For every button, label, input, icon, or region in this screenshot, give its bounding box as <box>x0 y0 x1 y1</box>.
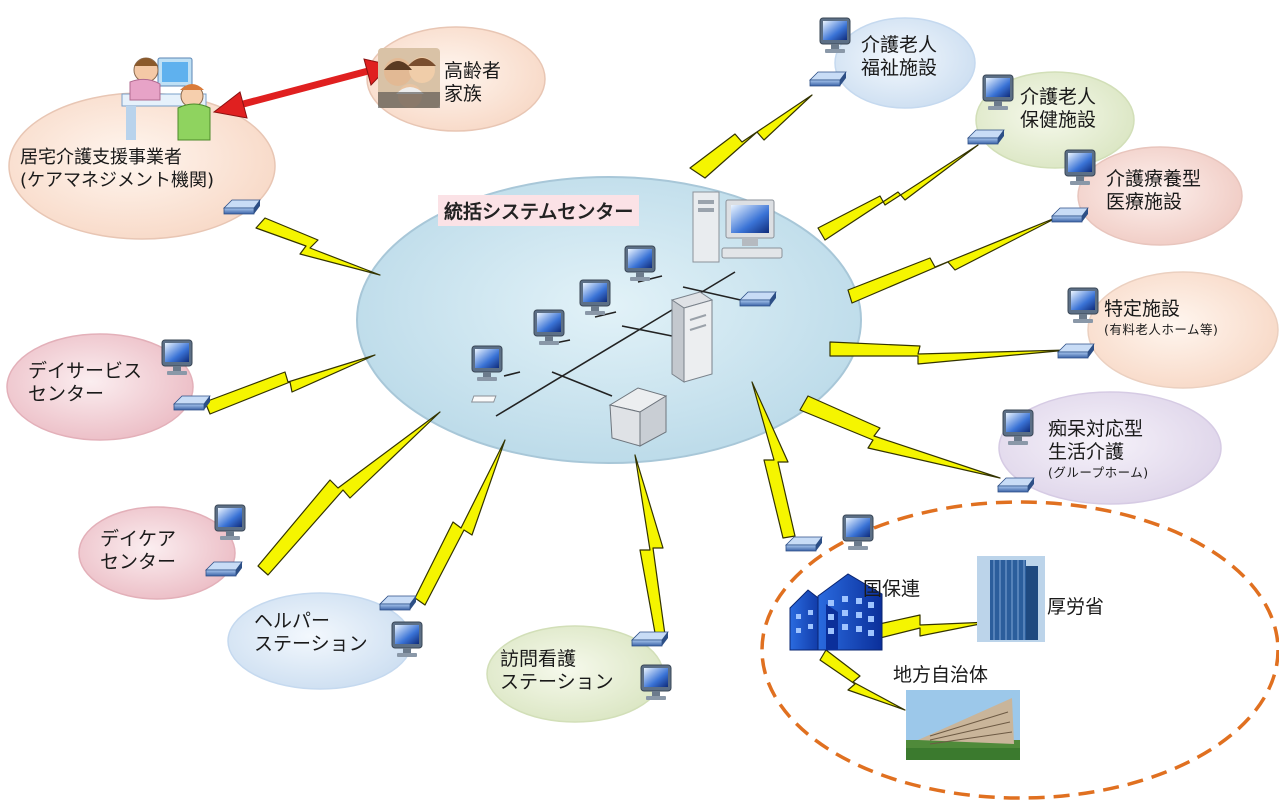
jichitai-building-photo <box>906 690 1020 760</box>
node-fukushi-line1: 介護老人 <box>861 34 938 56</box>
bolt-hoken <box>817 144 979 241</box>
node-ryouyou-line2: 医療施設 <box>1106 191 1183 213</box>
node-helper-line1: ヘルパー <box>254 610 331 632</box>
node-bg-hoken <box>975 71 1135 169</box>
pc-icon <box>842 514 874 551</box>
elderly-family-photo <box>378 48 440 108</box>
bolt-kokuhoren <box>751 381 796 539</box>
tower-server-icon <box>670 291 714 383</box>
node-fukushi: 介護老人 福祉施設 <box>861 34 937 80</box>
node-daycare-line2: センター <box>100 551 177 573</box>
node-chihou-line3: (グループホーム) <box>1048 465 1149 480</box>
care-manager-office-illustration <box>121 57 211 141</box>
node-chihou-line2: 生活介護 <box>1048 441 1125 463</box>
router-icon <box>1057 343 1095 359</box>
central-system-title: 統括システムセンター <box>438 195 640 226</box>
node-koureisha-line2: 家族 <box>444 83 483 105</box>
node-chihou-line1: 痴呆対応型 <box>1048 418 1144 440</box>
node-kyotaku: 居宅介護支援事業者 (ケアマネジメント機関) <box>20 146 214 192</box>
node-koureisha: 高齢者 家族 <box>444 60 501 106</box>
node-daycare: デイケア センター <box>100 528 176 574</box>
node-bg-dayservice <box>6 333 194 441</box>
label-kokuhoren: 国保連 <box>863 578 921 600</box>
router-icon <box>379 595 417 611</box>
hub-router-icon <box>739 291 777 307</box>
node-chihou: 痴呆対応型 生活介護 (グループホーム) <box>1048 418 1149 482</box>
node-dayservice-line1: デイサービス <box>28 360 143 382</box>
node-houmon-line1: 訪問看護 <box>500 648 577 670</box>
government-group-ellipse <box>760 500 1279 800</box>
node-koureisha-line1: 高齢者 <box>444 60 502 82</box>
router-icon <box>809 71 847 87</box>
router-icon <box>631 631 669 647</box>
bolt-kouroushou <box>869 614 991 641</box>
bolt-houmon <box>634 454 666 636</box>
router-icon <box>173 395 211 411</box>
node-hoken-line1: 介護老人 <box>1020 86 1097 108</box>
node-kyotaku-line2: (ケアマネジメント機関) <box>20 170 215 191</box>
bolt-dayservice <box>204 354 376 415</box>
node-bg-fukushi <box>834 17 976 109</box>
node-bg-chihou <box>998 391 1222 505</box>
router-icon <box>223 199 261 215</box>
router-icon <box>997 477 1035 493</box>
node-hoken-line2: 保健施設 <box>1020 109 1097 131</box>
node-dayservice-line2: センター <box>28 383 105 405</box>
router-icon <box>785 536 823 552</box>
node-tokutei-line2: (有料老人ホーム等) <box>1104 322 1219 337</box>
bolt-tokutei <box>829 341 1069 365</box>
kouroushou-building-photo <box>977 556 1045 642</box>
node-bg-tokutei <box>1087 271 1279 389</box>
node-bg-ryouyou <box>1077 146 1243 246</box>
bolt-daycare <box>257 411 441 576</box>
kokuhoren-building-icon <box>789 573 883 651</box>
node-daycare-line1: デイケア <box>100 528 177 550</box>
lightning-bolt-links <box>204 94 1069 711</box>
node-houmon: 訪問看護 ステーション <box>500 648 614 694</box>
node-ryouyou: 介護療養型 医療施設 <box>1106 168 1201 214</box>
node-kyotaku-line1: 居宅介護支援事業者 <box>20 147 182 168</box>
bolt-helper <box>414 439 506 606</box>
bolt-kyotaku <box>255 217 381 276</box>
node-houmon-line2: ステーション <box>500 671 614 693</box>
bolt-fukushi <box>689 94 813 179</box>
router-icon <box>967 129 1005 145</box>
node-tokutei: 特定施設 (有料老人ホーム等) <box>1104 298 1218 339</box>
bolt-ryouyou <box>847 215 1061 304</box>
bolt-chihou <box>799 395 1001 479</box>
node-ryouyou-line1: 介護療養型 <box>1106 168 1202 190</box>
router-icon <box>205 561 243 577</box>
label-kouroushou: 厚労省 <box>1047 596 1105 618</box>
bolt-jichitai <box>819 649 906 711</box>
node-dayservice: デイサービス センター <box>28 360 142 406</box>
node-tokutei-line1: 特定施設 <box>1104 298 1181 320</box>
node-helper-line2: ステーション <box>254 633 368 655</box>
node-helper: ヘルパー ステーション <box>254 610 368 656</box>
label-jichitai: 地方自治体 <box>893 664 989 686</box>
node-hoken: 介護老人 保健施設 <box>1020 86 1096 132</box>
node-fukushi-line2: 福祉施設 <box>861 57 938 79</box>
node-bg-daycare <box>78 506 236 600</box>
central-server-icon <box>692 191 783 263</box>
router-icon <box>1051 207 1089 223</box>
family-link-arrow <box>212 58 391 119</box>
printer-icon <box>471 387 668 447</box>
